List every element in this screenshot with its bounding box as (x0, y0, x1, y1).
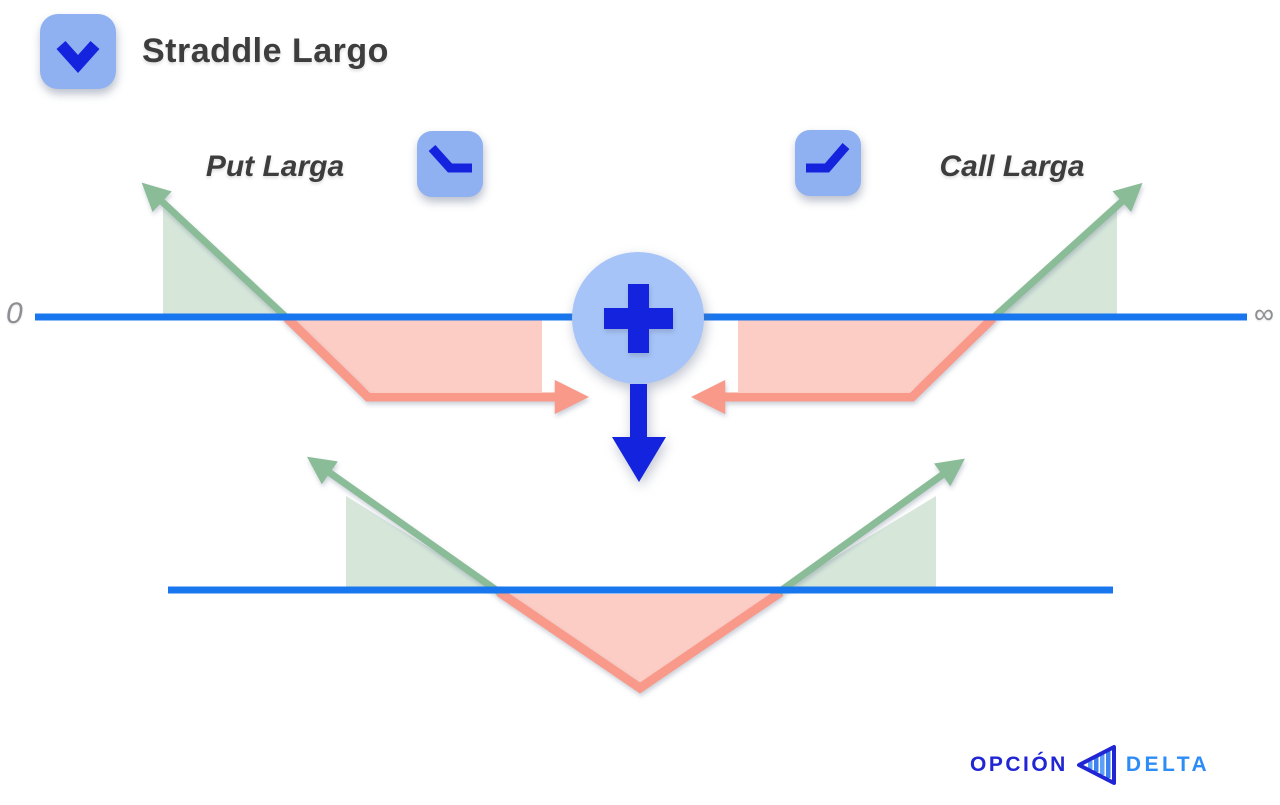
logo-text-opcion: OPCIÓN (970, 753, 1068, 776)
straddle-left-profit-arrow (306, 456, 502, 595)
page-title: Straddle Largo (142, 32, 389, 70)
put-label: Put Larga (205, 150, 345, 183)
call-loss-area (738, 320, 991, 392)
call-loss-arrow (691, 314, 997, 415)
call-label: Call Larga (939, 150, 1085, 183)
chevron-down-icon (40, 14, 116, 89)
straddle-loss-line (496, 588, 784, 694)
bar-chart-triangle-icon (1076, 745, 1116, 785)
axis-infinity-label: ∞ (1254, 298, 1274, 329)
axis-zero-label: 0 (6, 297, 23, 330)
straddle-loss-area (503, 594, 777, 685)
arrow-down-icon (612, 384, 666, 482)
plus-icon (604, 284, 673, 353)
top-payoff-panel (35, 182, 1247, 415)
put-loss-area (289, 320, 542, 392)
logo: OPCIÓN DELTA (970, 742, 1210, 788)
call-profit-arrow (990, 182, 1143, 321)
combiner (572, 252, 704, 482)
call-payoff-icon (795, 130, 861, 196)
logo-text-delta: DELTA (1125, 753, 1211, 776)
put-profit-arrow (141, 182, 290, 321)
straddle-payoff-panel (168, 456, 1113, 694)
put-payoff-icon (417, 131, 483, 197)
put-loss-arrow (283, 314, 589, 415)
straddle-right-profit-arrow (776, 458, 965, 595)
